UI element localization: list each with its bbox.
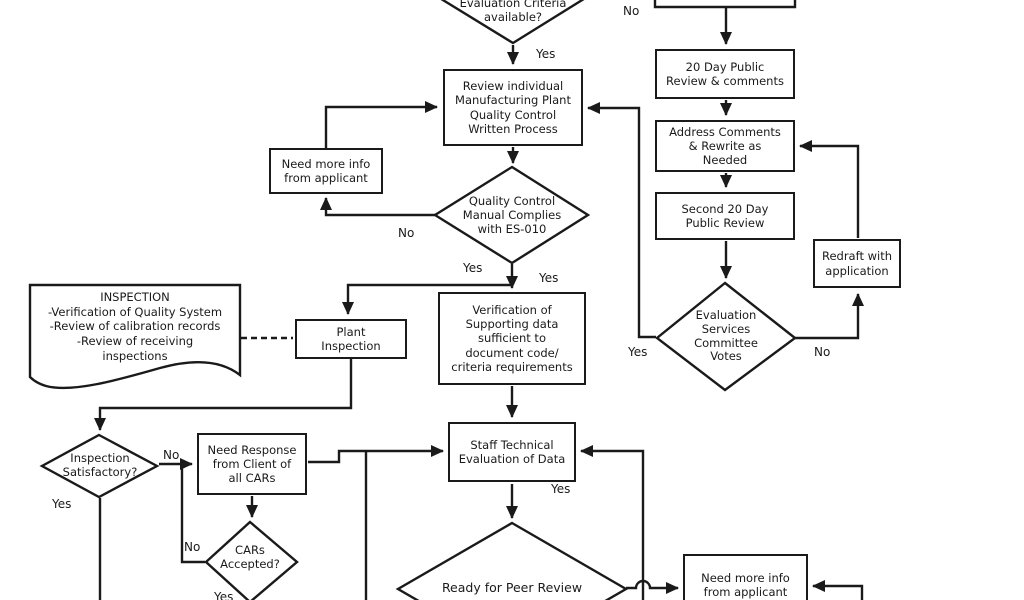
edge-carsaccepted-no-join xyxy=(180,464,205,564)
diamond-cars-accepted xyxy=(204,520,299,600)
edge-label-no-committee: No xyxy=(814,345,831,359)
edge-bottom-to-stafftech xyxy=(580,445,645,600)
edge-label-no-qc: No xyxy=(398,226,415,240)
edge-label-yes-staff: Yes xyxy=(551,482,571,496)
edge-label-yes-eval: Yes xyxy=(536,47,556,61)
edge-qcmanual-no-to-needmoretop xyxy=(320,197,436,217)
node-ready-peer-review-text: Ready for Peer Review xyxy=(441,580,583,595)
node-second-20day: Second 20 Day Public Review xyxy=(655,192,795,240)
node-committee-votes-text: Evaluation Services Committee Votes xyxy=(694,308,758,364)
edge-label-no-insp: No xyxy=(163,448,180,462)
diamond-eval-criteria xyxy=(440,0,585,45)
edge-needresponse-to-stafftech xyxy=(308,445,444,464)
node-qc-manual-text: Quality Control Manual Complies with ES-… xyxy=(462,194,562,236)
diamond-committee-votes xyxy=(655,281,797,392)
edge-label-no-cars: No xyxy=(184,540,201,554)
node-plant-inspection: Plant Inspection xyxy=(295,319,407,359)
edge-committee-no-to-redraft xyxy=(795,293,864,340)
node-need-more-info-top: Need more info from applicant xyxy=(269,148,383,194)
edge-bottomright-to-needmorebottom xyxy=(812,580,864,600)
node-need-more-info-bottom: Need more info from applicant xyxy=(683,554,808,600)
document-inspection-shape xyxy=(28,283,242,390)
edge-label-yes-cars: Yes xyxy=(214,590,234,600)
node-need-response-cars: Need Response from Client of all CARs xyxy=(197,433,307,495)
diamond-ready-peer-review xyxy=(395,521,629,600)
node-redraft: Redraft with application xyxy=(813,239,901,288)
node-review-plant-qc: Review individual Manufacturing Plant Qu… xyxy=(443,69,583,146)
edge-committee-yes-to-review xyxy=(587,102,656,339)
edge-redraft-to-address xyxy=(799,140,860,238)
edge-label-yes-qc-left: Yes xyxy=(463,261,483,275)
node-20day-public-review: 20 Day Public Review & comments xyxy=(655,49,795,99)
node-verification-supporting: Verification of Supporting data sufficie… xyxy=(438,292,586,385)
edge-label-yes-qc-right: Yes xyxy=(539,271,559,285)
edge-plantinspection-to-inspsatisfactory xyxy=(94,359,353,431)
diamond-inspection-satisfactory xyxy=(39,433,160,499)
node-inspection-doc-text: INSPECTION -Verification of Quality Syst… xyxy=(47,290,223,363)
edge-label-yes-insp: Yes xyxy=(52,497,72,511)
node-address-comments: Address Comments & Rewrite as Needed xyxy=(655,120,795,172)
edge-readypeer-to-needmorebottom xyxy=(626,579,679,594)
node-unlabeled-top-box xyxy=(653,0,797,9)
edge-needmoretop-to-review xyxy=(324,101,438,148)
node-eval-criteria-text: Evaluation Criteria available? xyxy=(459,0,567,24)
node-cars-accepted-text: CARs Accepted? xyxy=(220,543,280,571)
edge-qcmanual-yes-to-plantinspection xyxy=(342,283,512,315)
node-staff-technical: Staff Technical Evaluation of Data xyxy=(448,422,576,482)
diamond-qc-manual xyxy=(432,165,591,265)
edge-label-no-eval: No xyxy=(623,4,640,18)
edge-label-yes-committee: Yes xyxy=(628,345,648,359)
node-inspection-satisfactory-text: Inspection Satisfactory? xyxy=(62,451,138,479)
